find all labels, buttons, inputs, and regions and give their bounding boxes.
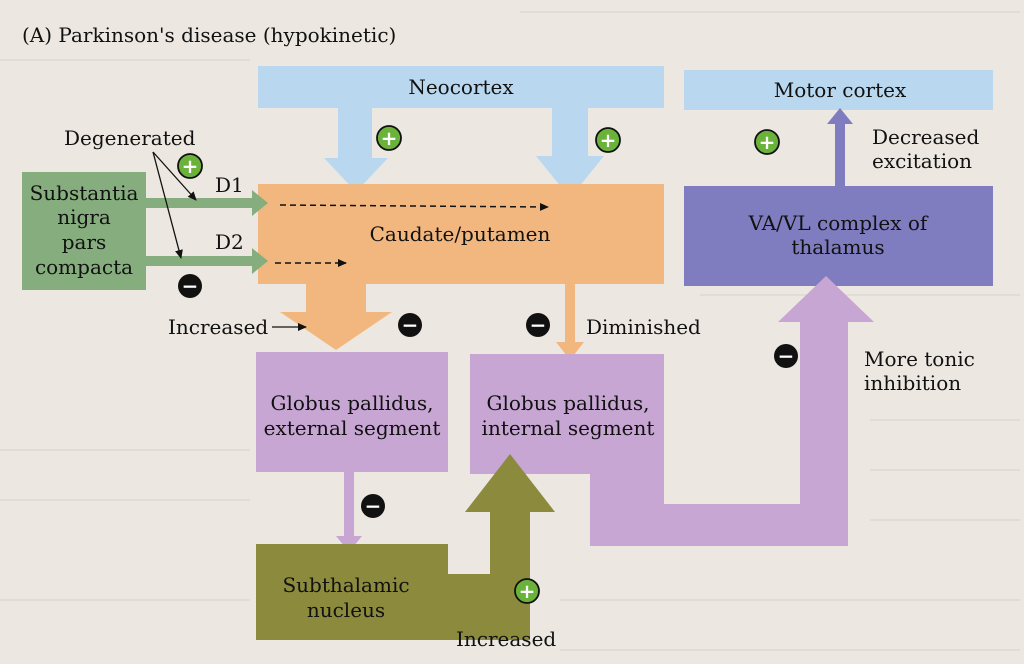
- excitatory-sign-d1: +: [177, 153, 203, 179]
- increased-top-label: Increased: [168, 315, 268, 339]
- plus-icon: [514, 578, 540, 604]
- plus-sign-text: +: [600, 128, 617, 152]
- plus-sign-text: +: [759, 130, 776, 154]
- thalamus-label-line2: thalamus: [791, 235, 884, 259]
- gp-external-box: [256, 352, 448, 472]
- caudate-to-gpe-arrow: [280, 284, 392, 350]
- substantia-nigra-label-line3: pars: [62, 230, 107, 254]
- d1-projection-arrow: [146, 190, 268, 216]
- motor-cortex-box: [684, 70, 993, 110]
- minus-icon: [361, 494, 385, 518]
- more-tonic-inhibition-line2: inhibition: [864, 371, 961, 395]
- degenerated-label: Degenerated: [64, 126, 196, 150]
- thalamus-to-motor-cortex-arrow: [827, 108, 853, 186]
- substantia-nigra-label-line1: Substantia: [30, 181, 139, 205]
- excitatory-sign-neocortex-left: +: [376, 125, 402, 151]
- substantia-nigra-box: [22, 172, 146, 290]
- gp-external-label-line2: external segment: [264, 416, 441, 440]
- substantia-nigra-label-line4: compacta: [35, 255, 133, 279]
- gpi-to-thalamus-pathway: [470, 276, 874, 546]
- more-tonic-inhibition-line1: More tonic: [864, 347, 975, 371]
- thalamus-label-line1: VA/VL complex of: [748, 211, 929, 235]
- neocortex-block: Neocortex: [258, 66, 664, 198]
- plus-icon: [595, 127, 621, 153]
- plus-sign-text: +: [381, 126, 398, 150]
- substantia-nigra-block: Substantia nigra pars compacta: [22, 172, 268, 290]
- minus-icon: [774, 344, 798, 368]
- minus-sign-text: −: [182, 274, 199, 298]
- plus-sign-text: +: [519, 579, 536, 603]
- degenerated-pointer-d1: [152, 151, 197, 201]
- inhibitory-sign-gpe-stn: −: [361, 494, 385, 518]
- motor-cortex-label: Motor cortex: [774, 78, 907, 102]
- minus-icon: [178, 274, 202, 298]
- minus-sign-text: −: [365, 494, 382, 518]
- gp-internal-label-line2: internal segment: [482, 416, 655, 440]
- motor-cortex-block: Motor cortex: [684, 70, 993, 110]
- excitatory-sign-stn-gpi: +: [514, 578, 540, 604]
- figure-title: (A) Parkinson's disease (hypokinetic): [22, 23, 396, 47]
- plus-sign-text: +: [182, 154, 199, 178]
- minus-icon: [398, 313, 422, 337]
- minus-sign-text: −: [778, 344, 795, 368]
- neocortex-arrow-left: [324, 108, 388, 192]
- decreased-excitation-line2: excitation: [872, 149, 972, 173]
- background-page-lines: [0, 11, 1020, 651]
- neocortex-label: Neocortex: [408, 75, 514, 99]
- minus-sign-text: −: [530, 313, 547, 337]
- caudate-block: Caudate/putamen: [258, 184, 664, 360]
- d2-label: D2: [215, 230, 244, 254]
- increased-bottom-label: Increased: [456, 627, 556, 651]
- neocortex-box: [258, 66, 664, 108]
- minus-sign-text: −: [402, 313, 419, 337]
- d1-label: D1: [215, 173, 244, 197]
- neocortex-arrow-right: [536, 108, 604, 198]
- gpe-to-subthalamic-arrow: [336, 472, 362, 552]
- subthalamic-label-line2: nucleus: [307, 598, 385, 622]
- caudate-label: Caudate/putamen: [370, 222, 551, 246]
- minus-icon: [526, 313, 550, 337]
- inhibitory-sign-d2: −: [178, 274, 202, 298]
- diminished-label: Diminished: [586, 315, 701, 339]
- degenerated-pointer-d2: [152, 151, 183, 259]
- inhibitory-sign-gpi-thalamus: −: [774, 344, 798, 368]
- plus-icon: [177, 153, 203, 179]
- decreased-excitation-line1: Decreased: [872, 125, 979, 149]
- plus-icon: [376, 125, 402, 151]
- excitatory-sign-neocortex-right: +: [595, 127, 621, 153]
- plus-icon: [754, 129, 780, 155]
- subthalamic-to-gpi-pathway: [256, 454, 555, 640]
- gp-external-label-line1: Globus pallidus,: [271, 391, 434, 415]
- thalamus-box: [684, 186, 993, 286]
- excitatory-sign-motor-cortex: +: [754, 129, 780, 155]
- caudate-to-gpi-arrow: [556, 284, 584, 360]
- subthalamic-label-line1: Subthalamic: [282, 573, 409, 597]
- substantia-nigra-label-line2: nigra: [57, 205, 111, 229]
- inhibitory-sign-caudate-gpi: −: [526, 313, 550, 337]
- caudate-box: [258, 184, 664, 284]
- thalamus-block: VA/VL complex of thalamus: [684, 186, 993, 286]
- d1-pathway-dashed-arrow: [279, 202, 549, 211]
- d2-projection-arrow: [146, 248, 268, 274]
- inhibitory-sign-caudate-gpe: −: [398, 313, 422, 337]
- gp-internal-label-line1: Globus pallidus,: [487, 391, 650, 415]
